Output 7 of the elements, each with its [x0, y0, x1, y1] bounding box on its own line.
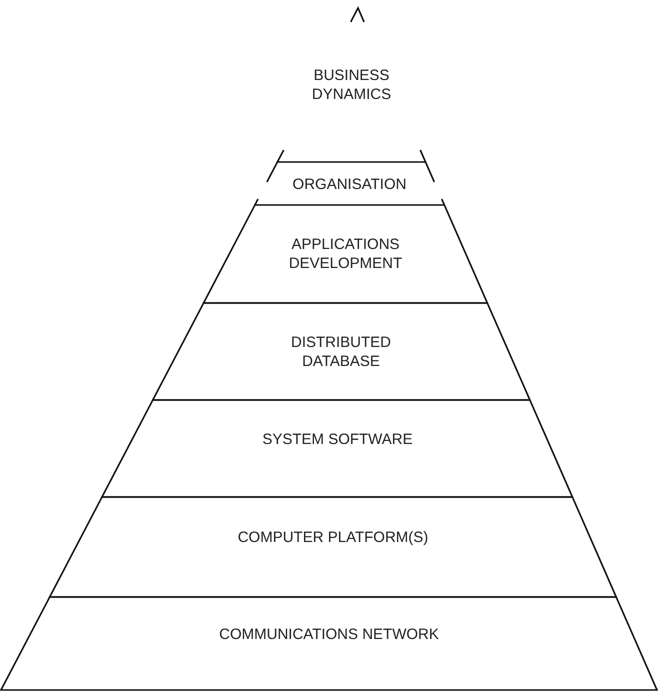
layer-label: COMMUNICATIONS NETWORK — [219, 624, 439, 644]
layer-label: ORGANISATION — [292, 175, 406, 194]
layer-label: COMPUTER PLATFORM(S) — [238, 528, 428, 547]
layer-label: APPLICATIONS DEVELOPMENT — [288, 235, 404, 273]
layer-label: BUSINESS DYNAMICS — [310, 66, 392, 104]
layer-label: DISTRIBUTED DATABASE — [290, 332, 392, 370]
layer-label: SYSTEM SOFTWARE — [262, 430, 413, 448]
